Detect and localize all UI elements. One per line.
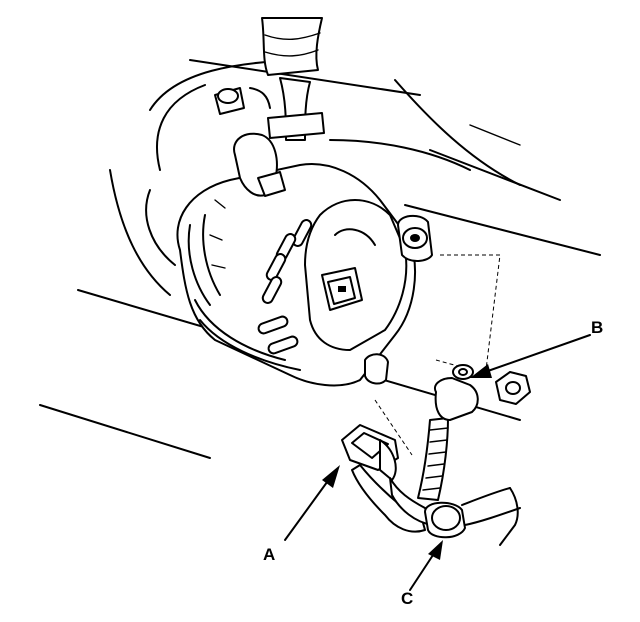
coolant-hose <box>261 17 325 141</box>
b-terminal-stud <box>397 214 433 262</box>
housing-vent-slots <box>257 219 313 355</box>
callout-label-c: C <box>401 589 413 608</box>
callout-label-b: B <box>591 318 603 337</box>
harness-cable <box>351 364 521 546</box>
engine-block-outline <box>109 59 601 296</box>
alternator <box>176 163 433 387</box>
breather-cap <box>233 132 286 197</box>
mounting-bolt-upper <box>214 87 271 115</box>
callout-arrows <box>284 334 591 591</box>
callout-label-a: A <box>263 545 275 564</box>
alternator-connector <box>321 267 363 311</box>
dashed-leaders <box>374 254 501 456</box>
terminal-nut <box>495 371 531 405</box>
connector-a <box>341 424 399 481</box>
